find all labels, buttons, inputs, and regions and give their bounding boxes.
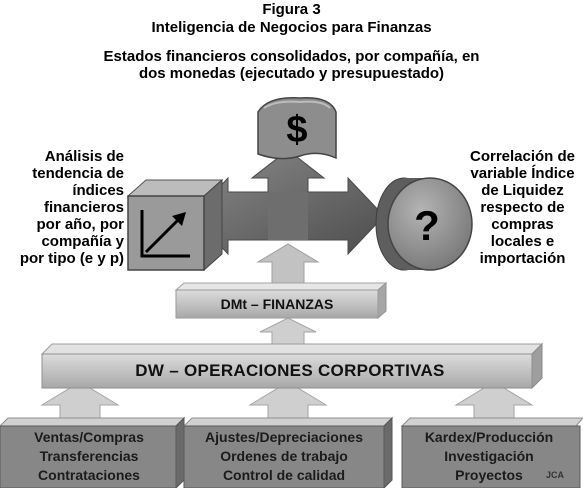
source-box-2 — [182, 416, 394, 488]
data-warehouse-label: DW – OPERACIONES CORPORTIVAS — [135, 361, 445, 380]
dollar-symbol: $ — [286, 109, 307, 151]
source-box-3-text: Kardex/Producción Investigación Proyecto… — [424, 429, 554, 483]
trend-chart-cube-icon — [126, 178, 224, 272]
source-box-1-text: Ventas/Compras Transferencias Contrataci… — [34, 429, 144, 483]
figure-title: Inteligencia de Negocios para Finanzas — [151, 19, 432, 36]
four-way-arrow — [191, 149, 385, 256]
liquidity-correlation-caption: Correlación de variable Índice de Liquid… — [469, 148, 576, 267]
dw-bar — [40, 342, 544, 390]
question-symbol: ? — [414, 202, 440, 249]
dollar-sign-icon: $ — [257, 97, 337, 160]
source-box-3 — [400, 417, 583, 488]
dmt-to-hub-arrow — [256, 243, 320, 286]
source-arrows — [40, 381, 534, 426]
datamart-label: DMt – FINANZAS — [220, 296, 334, 312]
dmt-bar — [174, 281, 388, 320]
question-cylinder-icon: ? — [375, 177, 473, 271]
trend-analysis-caption: Análisis de tendencia de índices financi… — [19, 148, 124, 267]
figure-label: Figura 3 — [262, 1, 321, 18]
author-watermark: JCA — [546, 470, 565, 480]
financial-statements-caption: Estados financieros consolidados, por co… — [103, 48, 480, 82]
source-box-2-text: Ajustes/Depreciaciones Ordenes de trabaj… — [205, 429, 363, 483]
